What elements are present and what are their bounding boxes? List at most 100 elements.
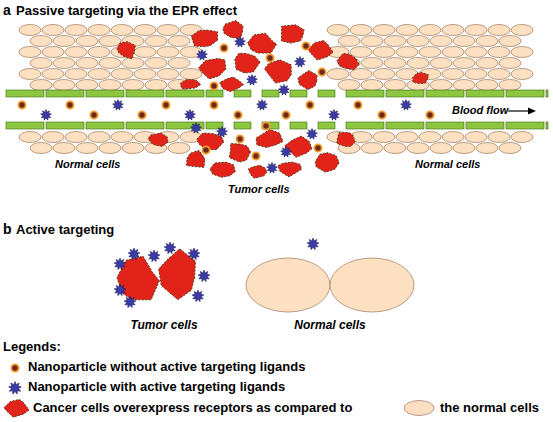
plain-nanoparticle <box>306 101 313 108</box>
region-label: Tumor cells <box>228 183 290 195</box>
tumor-cell <box>191 30 217 47</box>
targeted-nanoparticle <box>192 290 204 302</box>
tumor-cell <box>281 25 304 43</box>
normal-cell <box>373 132 395 143</box>
plain-nanoparticle <box>18 101 25 108</box>
endothelial-cell <box>386 90 424 97</box>
endothelial-cell <box>86 122 124 129</box>
tumor-cell <box>229 144 250 162</box>
endothelial-cell <box>86 90 124 97</box>
legend-swatch <box>402 399 436 417</box>
normal-cell <box>488 132 510 143</box>
normal-cell <box>88 25 110 36</box>
normal-cell <box>396 25 418 36</box>
normal-cell <box>134 69 156 80</box>
targeted-nanoparticle <box>41 110 52 121</box>
endothelial-cell <box>290 90 307 97</box>
normal-cell-group: Normal cells <box>238 240 422 336</box>
tumor-cell <box>235 53 260 73</box>
legend-heading: Legends: <box>3 340 61 354</box>
panel-letter: a <box>3 3 11 18</box>
normal-cell <box>99 36 121 47</box>
flow-label: Blood flow <box>452 104 508 116</box>
normal-cell <box>488 25 510 36</box>
normal-cell <box>453 143 475 154</box>
tumor-cell <box>298 71 317 90</box>
normal-cell <box>361 36 383 47</box>
normal-cell <box>88 69 110 80</box>
plain-nanoparticle <box>314 144 321 151</box>
targeted-nanoparticle <box>307 238 319 250</box>
tumor-cell <box>223 21 243 39</box>
endothelial-cell <box>318 122 335 129</box>
normal-cell <box>476 80 498 91</box>
normal-cell <box>338 36 360 47</box>
normal-cell <box>19 47 41 58</box>
flow-arrow-shaft <box>508 110 530 111</box>
normal-cell <box>53 58 75 69</box>
targeted-nanoparticle <box>164 242 176 254</box>
normal-cell <box>65 25 87 36</box>
tumor-cell <box>337 53 359 69</box>
tumor-cell <box>248 165 267 178</box>
normal-cell <box>373 25 395 36</box>
normal-cell <box>499 143 521 154</box>
normal-cell <box>442 47 464 58</box>
cell-label: Tumor cells <box>108 318 220 332</box>
targeted-nanoparticle <box>281 147 292 158</box>
normal-cell <box>30 143 52 154</box>
normal-cell <box>99 143 121 154</box>
endothelial-cell <box>166 90 204 97</box>
tumor-cell <box>248 33 277 53</box>
normal-cell <box>373 69 395 80</box>
normal-cell <box>407 58 429 69</box>
plain-nanoparticle <box>378 111 385 118</box>
normal-cell <box>511 25 533 36</box>
normal-cell <box>53 80 75 91</box>
targeted-nanoparticle <box>279 85 290 96</box>
normal-cell <box>19 132 41 143</box>
tumor-cell <box>4 399 29 417</box>
targeted-nanoparticle <box>124 296 136 308</box>
normal-cell <box>338 80 360 91</box>
endothelial-cell <box>546 90 548 97</box>
normal-tissue <box>19 25 533 154</box>
normal-cell <box>361 58 383 69</box>
normal-cell <box>327 25 349 36</box>
tumor-cell <box>278 162 302 177</box>
endothelial-cell <box>46 90 84 97</box>
flow-arrow-head <box>528 108 536 115</box>
normal-cell <box>122 80 144 91</box>
normal-cell <box>407 36 429 47</box>
legend-text: Nanoparticle with active targeting ligan… <box>28 380 285 394</box>
region-label: Normal cells <box>415 158 480 170</box>
normal-cell <box>384 58 406 69</box>
normal-cell <box>476 143 498 154</box>
endothelial-cell <box>206 122 223 129</box>
normal-cell <box>404 401 434 416</box>
plain-nanoparticle <box>262 122 269 129</box>
endothelial-cell <box>206 90 223 97</box>
endothelial-cell <box>262 90 279 97</box>
targeted-nanoparticle <box>9 382 22 395</box>
endothelial-cell <box>6 122 44 129</box>
endothelial-cell <box>290 122 307 129</box>
normal-cell <box>53 36 75 47</box>
normal-cell <box>465 47 487 58</box>
plain-nanoparticle <box>236 135 243 142</box>
normal-cell <box>76 143 98 154</box>
endothelial-cell <box>234 122 251 129</box>
endothelial-cell <box>262 122 279 129</box>
endothelial-cell <box>466 90 504 97</box>
targeted-nanoparticle <box>197 50 208 61</box>
tumor-tissue <box>117 21 429 179</box>
normal-cell <box>122 58 144 69</box>
normal-cell <box>168 143 190 154</box>
targeted-nanoparticle <box>191 123 202 134</box>
normal-cell <box>465 25 487 36</box>
endothelial-cell <box>6 90 44 97</box>
plain-nanoparticle <box>266 54 273 61</box>
normal-cell <box>499 36 521 47</box>
cell-label: Normal cells <box>238 318 422 332</box>
